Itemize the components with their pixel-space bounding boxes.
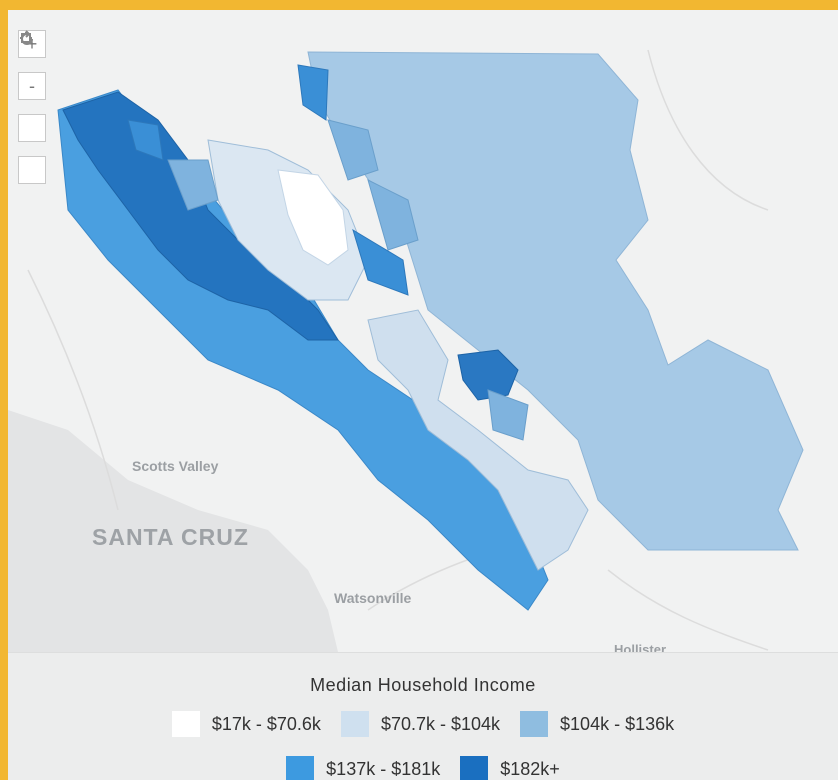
map-svg xyxy=(8,49,804,652)
place-hollister: Hollister xyxy=(614,642,667,652)
place-scotts-valley: Scotts Valley xyxy=(132,458,219,474)
legend-label-3: $104k - $136k xyxy=(560,713,675,734)
legend-label-5: $182k+ xyxy=(500,758,560,779)
legend-swatch-2 xyxy=(340,711,369,737)
legend-label-2: $70.7k - $104k xyxy=(380,713,501,734)
legend-label-4: $137k - $181k xyxy=(326,758,441,779)
legend-swatch-1 xyxy=(171,711,200,737)
ocean xyxy=(8,410,338,652)
legend-swatch-3 xyxy=(520,711,549,737)
map-controls: + - xyxy=(18,30,48,198)
legend-swatch-4 xyxy=(286,756,315,780)
legend-swatch-5 xyxy=(460,756,489,780)
legend-item-2: $70.7k - $104k xyxy=(340,711,501,737)
tracts-dark[interactable] xyxy=(127,64,409,296)
legend-item-1: $17k - $70.6k xyxy=(171,711,321,737)
region-city-white[interactable] xyxy=(277,169,349,266)
place-watsonville: Watsonville xyxy=(334,590,412,606)
plus-icon: + xyxy=(26,34,38,54)
legend-label-1: $17k - $70.6k xyxy=(211,713,321,734)
legend-item-5: $182k+ xyxy=(460,756,560,780)
fullscreen-button[interactable] xyxy=(18,32,46,184)
minus-icon: - xyxy=(29,76,35,96)
map-canvas[interactable]: Scotts Valley SANTA CRUZ Watsonville Hol… xyxy=(8,10,838,652)
zoom-out-button[interactable]: - xyxy=(18,72,46,100)
legend-item-3: $104k - $136k xyxy=(520,711,674,737)
legend: Median Household Income $17k - $70.6k $7… xyxy=(8,652,838,780)
expand-icon xyxy=(20,32,32,44)
legend-item-4: $137k - $181k xyxy=(286,756,440,780)
map-widget: Scotts Valley SANTA CRUZ Watsonville Hol… xyxy=(8,10,838,780)
legend-title: Median Household Income xyxy=(310,675,536,695)
region-center-high[interactable] xyxy=(457,349,519,401)
legend-row-2: $137k - $181k $182k+ xyxy=(8,756,838,780)
legend-row-1: $17k - $70.6k $70.7k - $104k $104k - $13… xyxy=(8,711,838,737)
region-south-valley[interactable] xyxy=(367,309,589,571)
reset-view-button[interactable] xyxy=(18,30,46,142)
place-santa-cruz: SANTA CRUZ xyxy=(92,524,249,550)
region-east[interactable] xyxy=(307,51,804,551)
tracts-mid[interactable] xyxy=(167,119,529,441)
region-west-high[interactable] xyxy=(62,91,339,341)
